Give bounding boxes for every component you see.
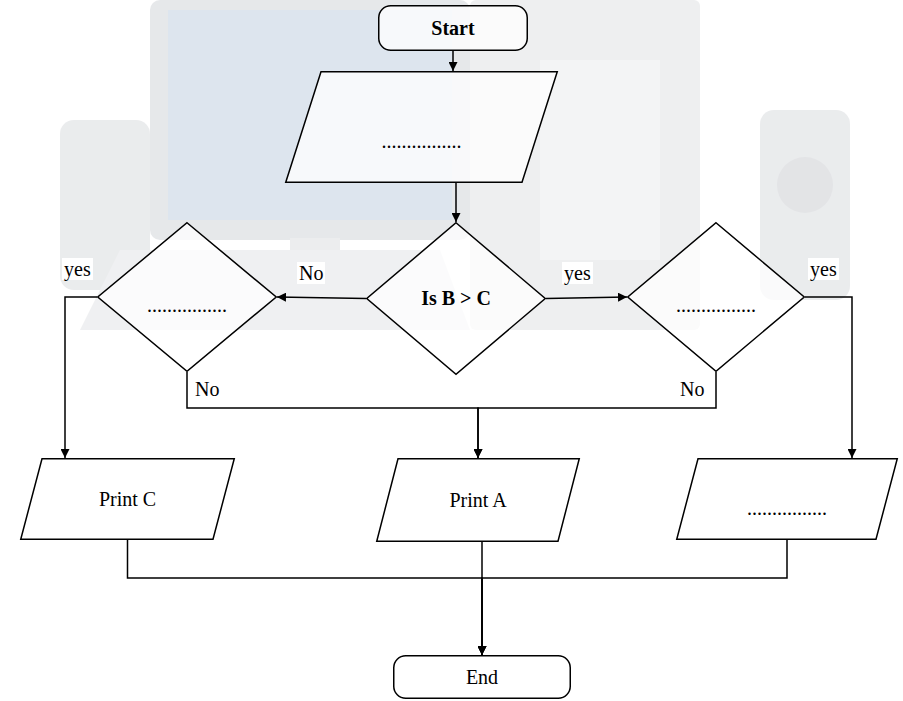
- flow-connector: [187, 372, 478, 458]
- text-holder: Start: [431, 17, 474, 40]
- node-text: Print A: [449, 489, 506, 512]
- node-text: ................: [747, 497, 827, 520]
- branch-label: yes: [808, 258, 839, 280]
- flow-connector: [482, 540, 787, 655]
- text-holder: Print C: [99, 488, 156, 511]
- parallelogram-outline: [677, 459, 898, 540]
- node-text: Is B > C: [421, 287, 491, 310]
- terminal-box: End: [393, 655, 571, 699]
- parallelogram-outline: [286, 72, 558, 183]
- text-holder: ................: [382, 130, 462, 153]
- branch-label: No: [193, 378, 221, 400]
- flow-connector: [546, 297, 627, 299]
- node-text: Print C: [99, 488, 156, 511]
- branch-label: yes: [562, 262, 593, 284]
- text-holder: Print A: [449, 489, 506, 512]
- rounded-outline: [394, 656, 571, 699]
- tower-panel: [540, 60, 660, 260]
- flow-connector: [805, 297, 852, 458]
- diamond-outline: [628, 223, 805, 372]
- flow-connector: [478, 372, 716, 458]
- diamond-outline: [98, 223, 277, 372]
- node-text: End: [466, 666, 498, 689]
- flow-connector: [128, 540, 483, 655]
- shape-outline: [285, 71, 558, 183]
- node-text: ................: [147, 294, 227, 317]
- text-holder: ................: [147, 294, 227, 317]
- flow-connector: [277, 297, 366, 299]
- terminal-box: Start: [378, 5, 528, 51]
- decision-diamond: ................: [627, 222, 805, 372]
- decision-diamond: ................: [97, 222, 277, 372]
- node-text: ................: [676, 294, 756, 317]
- text-holder: End: [466, 666, 498, 689]
- text-holder: ................: [747, 497, 827, 520]
- branch-label: No: [678, 378, 706, 400]
- node-text: Start: [431, 17, 474, 40]
- parallelogram-outline: [377, 459, 580, 542]
- output-box: Print A: [376, 458, 580, 542]
- decision-diamond: Is B > C: [366, 222, 546, 375]
- output-box: Print C: [20, 458, 235, 540]
- node-text: ................: [382, 130, 462, 153]
- diamond-outline: [367, 223, 546, 375]
- flow-connector: [452, 51, 454, 71]
- text-holder: ................: [676, 294, 756, 317]
- output-box: ................: [676, 458, 898, 540]
- parallelogram-outline: [21, 459, 235, 540]
- speaker-cone: [777, 157, 833, 213]
- rounded-outline: [379, 6, 528, 51]
- branch-label: yes: [62, 258, 93, 280]
- text-holder: Is B > C: [421, 287, 491, 310]
- branch-label: No: [297, 262, 325, 284]
- flow-connector: [65, 297, 97, 458]
- input-box: ................: [285, 71, 558, 183]
- flow-connector: [455, 183, 457, 222]
